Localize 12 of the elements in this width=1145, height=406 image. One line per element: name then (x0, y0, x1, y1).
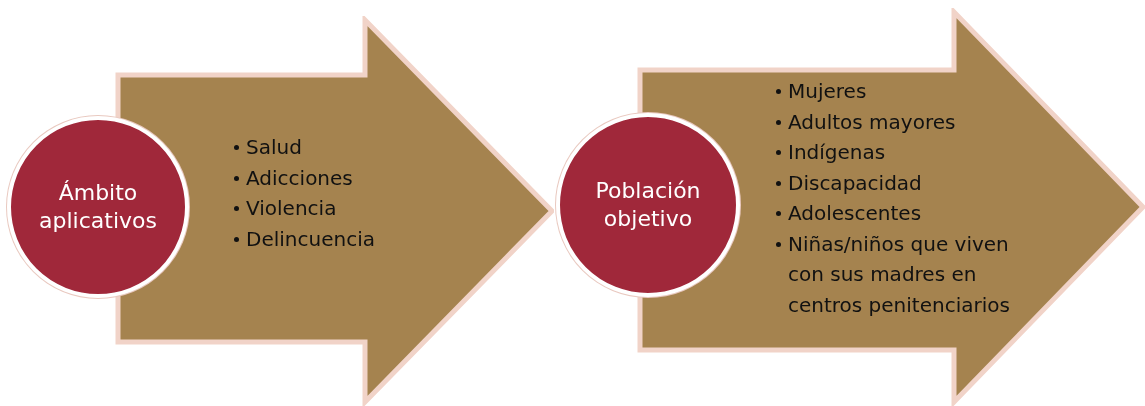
list-item: Adolescentes (774, 198, 1024, 229)
list-item: Delincuencia (232, 223, 432, 254)
circle: Ámbito aplicativos (7, 116, 189, 298)
list-item: Adicciones (232, 162, 432, 193)
list-item: Adultos mayores (774, 106, 1024, 137)
list-item: Mujeres (774, 76, 1024, 107)
list-item: Salud (232, 132, 432, 163)
list-item: Discapacidad (774, 167, 1024, 198)
circle: Población objetivo (556, 113, 740, 297)
list-item: Violencia (232, 193, 432, 224)
list-item: Indígenas (774, 137, 1024, 168)
list-item: Niñas/niños que viven con sus madres en centros penitenciarios (774, 228, 1024, 320)
